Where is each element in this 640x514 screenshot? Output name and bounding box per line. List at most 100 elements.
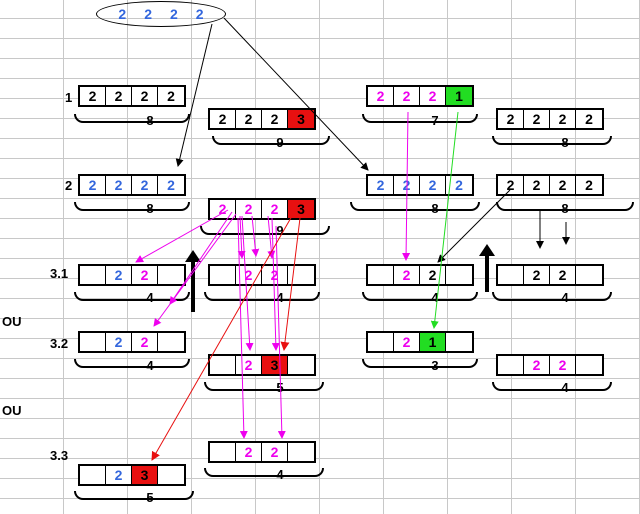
block-row-1-d: 2 2 2 2	[496, 108, 604, 130]
cell: 2	[420, 176, 446, 194]
or-label-2: OU	[2, 403, 22, 418]
cell: 2	[236, 110, 262, 128]
top-digit: 2	[144, 6, 152, 22]
cell: 2	[394, 266, 420, 284]
cell	[80, 333, 106, 351]
cell: 2	[420, 87, 446, 105]
cell	[288, 356, 314, 374]
cell-green: 1	[420, 333, 446, 351]
cell: 2	[524, 266, 550, 284]
cell: 2	[420, 266, 446, 284]
arrow-magenta	[237, 217, 248, 439]
cell	[288, 443, 314, 461]
cell: 2	[80, 176, 106, 194]
sum-label: 8	[561, 201, 569, 216]
cell	[210, 443, 236, 461]
block-row-3-1-a: 2 2	[78, 264, 186, 286]
cell: 2	[524, 176, 550, 194]
cell: 2	[106, 333, 132, 351]
cell	[158, 466, 184, 484]
cell	[80, 466, 106, 484]
block-row-3-1-b: 2 2	[208, 264, 316, 286]
cell: 2	[132, 333, 158, 351]
cell: 2	[550, 176, 576, 194]
cell: 2	[106, 266, 132, 284]
block-row-3-2-d: 2 2	[496, 354, 604, 376]
cell: 2	[167, 88, 175, 104]
arrow-magenta	[275, 225, 286, 439]
cell	[498, 266, 524, 284]
sum-label: 3	[431, 358, 439, 373]
sum-label: 9	[276, 135, 284, 150]
cell-red: 3	[132, 466, 158, 484]
cell: 2	[132, 266, 158, 284]
cell	[498, 356, 524, 374]
block-row-3-2-b: 2 3	[208, 354, 316, 376]
block-row-2: 2 2 2 2	[78, 174, 186, 196]
or-label-1: OU	[2, 314, 22, 329]
block-row-1-b: 2 2 2 3	[208, 108, 316, 130]
cell	[368, 266, 394, 284]
block-row-3-3-b: 2 2	[208, 441, 316, 463]
block-row-3-1-c: 2 2	[366, 264, 474, 286]
cell: 2	[210, 200, 236, 218]
cell: 2	[210, 110, 236, 128]
sum-label: 4	[276, 467, 284, 482]
top-digit: 2	[195, 6, 204, 22]
cell	[576, 356, 602, 374]
cell	[368, 333, 394, 351]
cell: 2	[236, 200, 262, 218]
sum-label: 5	[276, 380, 284, 395]
cell	[576, 266, 602, 284]
cell: 2	[524, 110, 550, 128]
sum-label: 5	[146, 490, 154, 505]
sum-label: 4	[561, 380, 569, 395]
block-row-1-c: 2 2 2 1	[366, 85, 474, 107]
arrow-magenta	[237, 215, 246, 259]
cell	[446, 333, 472, 351]
sum-label: 4	[146, 358, 154, 373]
cell: 2	[498, 176, 524, 194]
cell	[446, 266, 472, 284]
block-row-2-b: 2 2 2 3	[208, 198, 316, 220]
row-label-3-2: 3.2	[50, 336, 69, 351]
cell: 2	[394, 333, 420, 351]
cell: 2	[106, 87, 132, 105]
cell	[210, 356, 236, 374]
block-row-1: 2 2 2 2	[78, 85, 186, 107]
cell	[288, 266, 314, 284]
sum-label: 8	[146, 113, 154, 128]
cell-red: 3	[262, 356, 288, 374]
row-label-1: 1	[65, 90, 73, 105]
sum-label: 4	[561, 290, 569, 305]
cell: 2	[132, 87, 158, 105]
arrow-thick-up-head	[479, 244, 495, 256]
sum-label: 9	[276, 223, 284, 238]
cell: 2	[132, 176, 158, 194]
top-digit: 2	[170, 6, 178, 22]
cell: 2	[236, 443, 262, 461]
cell: 2	[80, 87, 106, 105]
cell: 2	[550, 110, 576, 128]
cell: 2	[236, 266, 262, 284]
cell: 2	[368, 176, 394, 194]
top-ellipse: 2 2 2 2	[96, 1, 226, 27]
cell-red: 3	[288, 110, 314, 128]
cell: 2	[262, 266, 288, 284]
sum-label: 4	[431, 290, 439, 305]
cell: 2	[394, 87, 420, 105]
cell: 2	[106, 176, 132, 194]
cell: 2	[455, 177, 463, 193]
cell: 2	[524, 356, 550, 374]
cell: 2	[262, 110, 288, 128]
cell: 2	[262, 200, 288, 218]
cell	[158, 333, 184, 351]
cell: 2	[550, 356, 576, 374]
sum-label: 7	[431, 113, 439, 128]
cell	[158, 266, 184, 284]
cell: 2	[368, 87, 394, 105]
cell: 2	[585, 111, 593, 127]
cell-red: 3	[288, 200, 314, 218]
row-label-3-1: 3.1	[50, 266, 69, 281]
sum-label: 8	[146, 201, 154, 216]
